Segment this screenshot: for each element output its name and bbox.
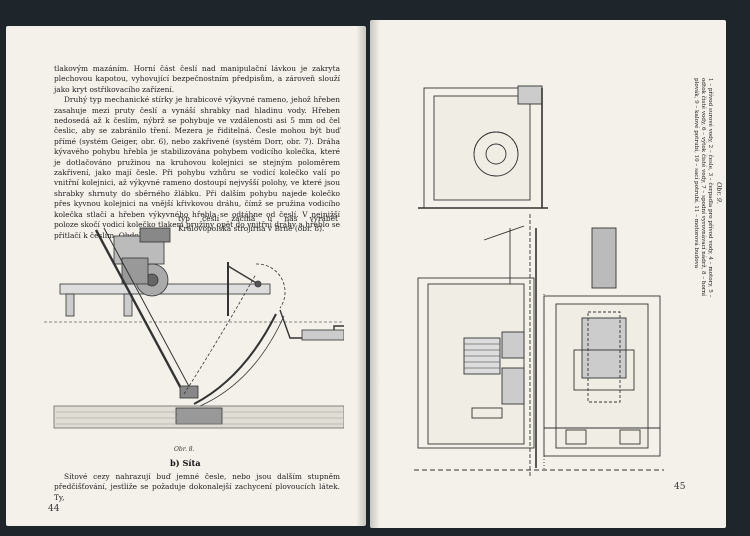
paragraph-2-tail: typ česlí začíná u nás vyrábět Královopo… [178, 214, 338, 234]
paragraph-3: Sítové cezy nahrazují buď jemné česle, n… [54, 472, 340, 502]
figure-8-drawing [44, 227, 344, 429]
figure-9-caption-title: Obr. 9. [715, 182, 723, 204]
figure-9-drawing [414, 85, 664, 478]
gutter-shadow-left [356, 26, 366, 526]
figure-9-caption-text: 1 – přívod surové vody, 2 – česle, 3 – č… [693, 78, 713, 298]
right-page: 45 [370, 20, 726, 528]
paragraph-2: Druhý typ mechanické stírky je hrabicové… [54, 95, 340, 240]
page-number-right: 45 [674, 482, 686, 492]
section-heading-sita: b) Síta [170, 458, 201, 468]
left-text-block: tlakovým mazáním. Horní část česlí nad m… [54, 64, 340, 241]
figure-8-caption: Obr. 8. [174, 446, 195, 453]
page-number-left: 44 [48, 504, 60, 514]
gutter-shadow-right [370, 20, 380, 528]
paragraph-1: tlakovým mazáním. Horní část česlí nad m… [54, 64, 340, 94]
left-page: tlakovým mazáním. Horní část česlí nad m… [6, 26, 366, 526]
left-text-bottom: Sítové cezy nahrazují buď jemné česle, n… [54, 472, 340, 503]
figure-9-caption: Obr. 9. 1 – přívod surové vody, 2 – česl… [612, 78, 723, 308]
